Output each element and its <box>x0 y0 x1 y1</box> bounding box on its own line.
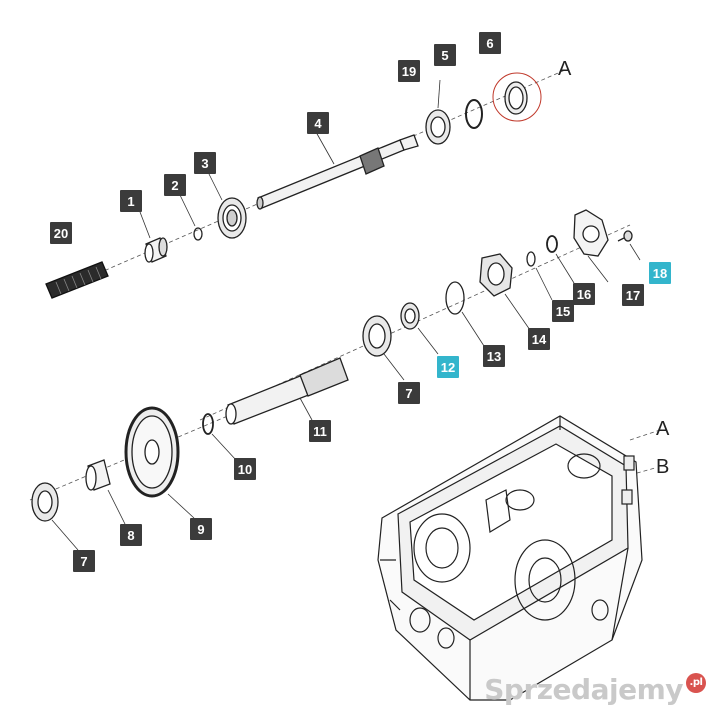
part-label-12: 12 <box>437 356 459 378</box>
part-label-20: 20 <box>50 222 72 244</box>
spring-part-20 <box>45 261 109 299</box>
bearing-part-19 <box>425 109 451 145</box>
seal-part-6 <box>492 72 542 122</box>
bearing-part-7-lower <box>31 482 59 522</box>
part-label-2: 2 <box>164 174 186 196</box>
part-label-13: 13 <box>483 345 505 367</box>
part-label-9: 9 <box>190 518 212 540</box>
ring-part-16 <box>546 235 558 253</box>
bearing-part-3 <box>217 197 247 239</box>
part-label-18: 18 <box>649 262 671 284</box>
axis-letter-a-housing: A <box>656 418 670 440</box>
bearing-part-7-upper <box>362 315 392 357</box>
part-label-5: 5 <box>434 44 456 66</box>
part-label-7-lower: 7 <box>73 550 95 572</box>
splined-shaft-part-11 <box>225 357 349 425</box>
bolt-part-18 <box>617 230 633 242</box>
o-ring-part-13 <box>445 281 465 315</box>
part-label-14: 14 <box>528 328 550 350</box>
snap-ring-part-5 <box>465 99 483 129</box>
watermark-suffix-badge: .pl <box>686 672 706 693</box>
part-label-1: 1 <box>120 190 142 212</box>
part-label-11: 11 <box>309 420 331 442</box>
ring-part-10 <box>202 413 214 435</box>
part-label-19: 19 <box>398 60 420 82</box>
part-label-6: 6 <box>479 32 501 54</box>
bushing-part-8 <box>85 459 111 491</box>
leader-lines <box>51 79 641 551</box>
part-label-7-upper: 7 <box>398 382 420 404</box>
bushing-part-1 <box>144 237 168 263</box>
part-label-8: 8 <box>120 524 142 546</box>
ring-part-15 <box>526 251 536 267</box>
ring-part-2 <box>193 227 203 241</box>
callout-circle <box>492 72 542 122</box>
part-label-10: 10 <box>234 458 256 480</box>
retainer-plate-part-17 <box>573 209 609 257</box>
part-label-15: 15 <box>552 300 574 322</box>
axis-letter-b-housing: B <box>656 456 670 478</box>
gear-part-9 <box>124 406 180 498</box>
axis-letter-a-top: A <box>558 58 572 80</box>
part-label-16: 16 <box>573 283 595 305</box>
part-label-3: 3 <box>194 152 216 174</box>
shaft-part-4 <box>256 134 419 210</box>
part-label-4: 4 <box>307 112 329 134</box>
watermark-logo: Sprzedajemy .pl <box>484 672 706 706</box>
flange-part-14 <box>479 253 513 297</box>
part-label-17: 17 <box>622 284 644 306</box>
watermark-text: Sprzedajemy <box>484 673 683 706</box>
transmission-housing <box>377 415 643 701</box>
washer-part-12 <box>400 302 420 330</box>
